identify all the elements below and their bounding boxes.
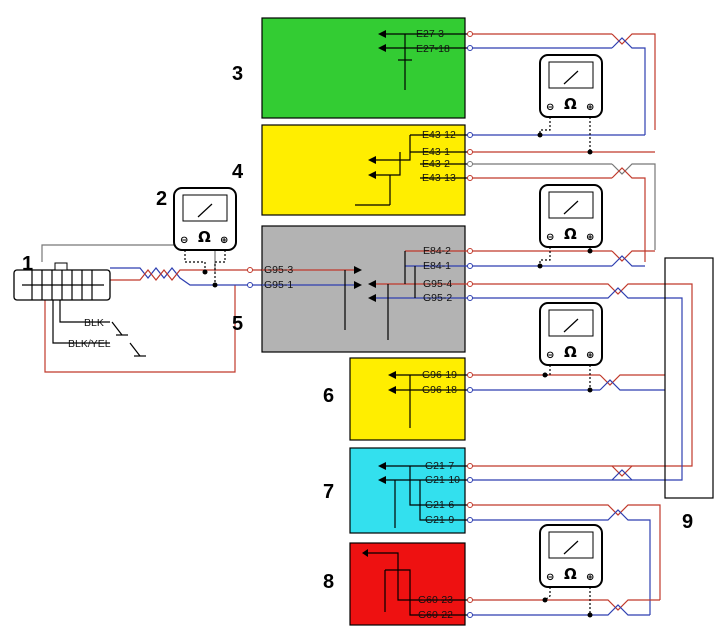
blk-yel-wire [52, 300, 110, 344]
ohm-symbol: Ω [564, 95, 577, 113]
pin-label: G21-9 [425, 514, 454, 526]
pin-label: G60-23 [418, 594, 453, 606]
wiring [41, 33, 693, 616]
plus-terminal: ⊕ [586, 350, 594, 361]
plus-terminal: ⊕ [220, 235, 228, 246]
meter-8: Ω ⊖ ⊕ [539, 524, 603, 588]
callout-5: 5 [232, 313, 243, 335]
pin-label: E84-2 [423, 245, 451, 257]
can-high-wire-left [110, 269, 262, 281]
minus-terminal: ⊖ [546, 102, 554, 113]
callout-3: 3 [232, 63, 243, 85]
ohm-symbol: Ω [564, 565, 577, 583]
module-8: 8 G60-23 G60-22 [323, 542, 473, 626]
module-7-box [349, 447, 466, 534]
meter-2: 2 Ω ⊖ ⊕ [156, 187, 237, 251]
dlc-connector: 1 BLK BLK/YEL [13, 253, 146, 357]
minus-terminal: ⊖ [546, 232, 554, 243]
module-5-box [261, 225, 466, 353]
callout-7: 7 [323, 481, 334, 503]
plus-terminal: ⊕ [586, 102, 594, 113]
minus-terminal: ⊖ [546, 572, 554, 583]
pin-label: G21-6 [425, 499, 454, 511]
callout-8: 8 [323, 571, 334, 593]
red-loop-wire [44, 285, 236, 373]
pin-label: G95-4 [423, 278, 452, 290]
module-7: 7 G21-7 G21-10 G21-6 G21-9 [323, 447, 473, 534]
module-4-box [261, 124, 466, 216]
pin-label: E27-18 [416, 43, 450, 55]
module-5: 5 G95-3 G95-1 E84-2 E84-1 G95-4 G95-2 [232, 225, 473, 353]
can-low-wire-left [110, 267, 262, 286]
pin-label: G96-18 [422, 384, 457, 396]
pin-label: G21-10 [425, 474, 460, 486]
connector-top-wire [41, 244, 216, 272]
pin-label-left: G95-1 [264, 279, 293, 291]
pin-label: E43-12 [422, 129, 456, 141]
pin-label: G95-2 [423, 292, 452, 304]
bus-frame [664, 257, 714, 499]
module-6-box [349, 357, 466, 441]
callout-9: 9 [682, 511, 693, 533]
minus-terminal: ⊖ [180, 235, 188, 246]
minus-terminal: ⊖ [546, 350, 554, 361]
pin-label: G21-7 [425, 460, 454, 472]
pin-label: E43-13 [422, 172, 456, 184]
module-3-box [261, 17, 466, 119]
plus-terminal: ⊕ [586, 572, 594, 583]
pin-label-left: G95-3 [264, 264, 293, 276]
meter-3: Ω ⊖ ⊕ [539, 54, 603, 118]
pin-label: G60-22 [418, 609, 453, 621]
pin-label: E43-1 [422, 146, 450, 158]
pin-label: G96-19 [422, 369, 457, 381]
module-4: 4 E43-12 E43-1 E43-2 E43-13 [232, 124, 473, 216]
pin-label: E84-1 [423, 260, 451, 272]
callout-6: 6 [323, 385, 334, 407]
pin-label: E27-3 [416, 28, 444, 40]
ohm-symbol: Ω [198, 228, 211, 246]
blk-label: BLK [84, 317, 104, 329]
module-8-box [349, 542, 466, 626]
callout-1: 1 [22, 253, 33, 275]
callout-2: 2 [156, 188, 167, 210]
ohm-symbol: Ω [564, 225, 577, 243]
module-6: 6 G96-19 G96-18 [323, 357, 473, 441]
meter-4: Ω ⊖ ⊕ [539, 184, 603, 248]
module-3: 3 E27-3 E27-18 [232, 17, 473, 119]
pin-label: E43-2 [422, 158, 450, 170]
callout-4: 4 [232, 161, 244, 183]
ohm-symbol: Ω [564, 343, 577, 361]
blk-wire [59, 300, 110, 323]
junction-dots [202, 132, 593, 618]
meter-6: Ω ⊖ ⊕ [539, 302, 603, 366]
blk-yel-label: BLK/YEL [68, 338, 111, 350]
plus-terminal: ⊕ [586, 232, 594, 243]
